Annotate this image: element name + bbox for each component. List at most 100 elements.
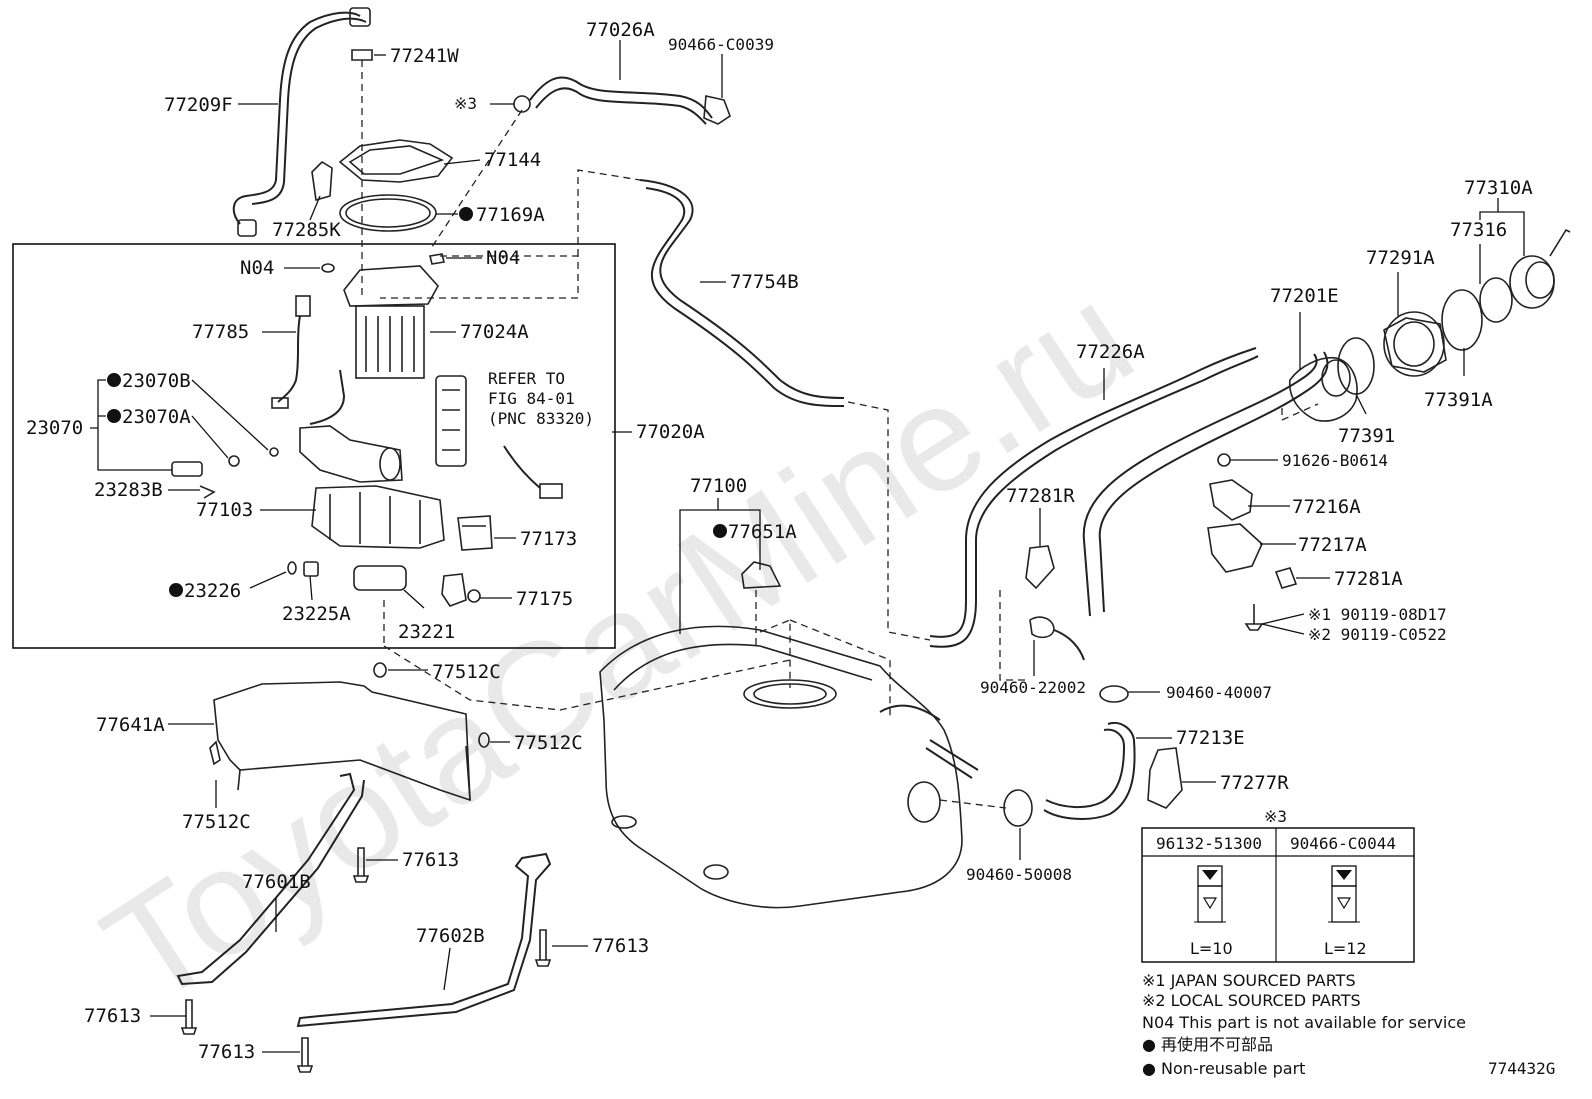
label-77277r[interactable]: 77277R [1220,772,1289,794]
label-77601b[interactable]: 77601B [242,871,311,893]
protector-77277r-drawing [1147,747,1183,809]
legend-japan-sourced: ※1 JAPAN SOURCED PARTS [1142,971,1356,990]
pump-guide-line-b [380,255,579,299]
label-77281a[interactable]: 77281A [1334,568,1403,590]
label-77285k[interactable]: 77285K [272,219,341,241]
label-90119-c0522[interactable]: ※2 90119-C0522 [1308,625,1447,644]
label-77144[interactable]: 77144 [484,149,541,171]
legend-non-reusable-jp: ● 再使用不可部品 [1142,1035,1273,1054]
grommet-77512c-top-drawing [373,662,387,678]
bolts-77613-drawing [180,847,552,1073]
figure-code: 774432G [1488,1059,1555,1078]
hose-link-line [429,109,523,251]
label-77754b[interactable]: 77754B [730,271,799,293]
label-77217a[interactable]: 77217A [1298,534,1367,556]
label-23070b[interactable]: 23070B [122,370,191,392]
clamp-77281r-drawing [1025,545,1055,590]
label-23070[interactable]: 23070 [26,417,83,439]
label-77785[interactable]: 77785 [192,321,249,343]
clip-1-icon [1194,865,1226,923]
label-77310a[interactable]: 77310A [1464,177,1533,199]
label-90460-40007[interactable]: 90460-40007 [1166,683,1272,702]
label-77291a[interactable]: 77291A [1366,247,1435,269]
wire-harness-77785-drawing [271,295,311,409]
label-23283b[interactable]: 23283B [94,479,163,501]
non-reusable-dot [713,524,727,538]
label-77281r[interactable]: 77281R [1006,485,1075,507]
label-77613-b[interactable]: 77613 [592,935,649,957]
label-77026a[interactable]: 77026A [586,19,655,41]
sender-gauge-drawing [435,375,563,499]
label-90466-c0039[interactable]: 90466-C0039 [668,35,774,54]
part-labels: 77241W 77209F 77026A 90466-C0039 ※3 7714… [26,19,1533,1063]
label-77316[interactable]: 77316 [1450,219,1507,241]
gasket-77391a-drawing [1441,289,1483,351]
label-23070a[interactable]: 23070A [122,406,191,428]
non-reusable-dot [107,373,121,387]
legend-non-reusable-en: ● Non-reusable part [1142,1059,1305,1078]
pad-77651a-drawing [741,561,782,589]
label-90460-22002[interactable]: 90460-22002 [980,678,1086,697]
label-77391[interactable]: 77391 [1338,425,1395,447]
clamp-link-line [999,590,1030,681]
label-77602b[interactable]: 77602B [416,925,485,947]
label-77216a[interactable]: 77216A [1292,496,1361,518]
label-77512c-left[interactable]: 77512C [182,811,251,833]
bracket-parts-drawing [1207,453,1298,631]
filler-pipe-77226a-drawing [929,347,1329,648]
clip-col2-length: L=12 [1324,939,1367,958]
label-23226[interactable]: 23226 [184,580,241,602]
label-77201e[interactable]: 77201E [1270,285,1339,307]
label-n04-left[interactable]: N04 [240,257,274,279]
non-reusable-dot [107,409,121,423]
label-77651a[interactable]: 77651A [728,521,797,543]
label-91626-b0614[interactable]: 91626-B0614 [1282,451,1388,470]
retainer-ring-77144-drawing [338,139,454,183]
hose-77026a-drawing [513,76,731,125]
strap-77601b-drawing [176,772,365,986]
n04-part-right-drawing [429,253,445,265]
refer-line-1: REFER TO [488,369,565,388]
label-23225a[interactable]: 23225A [282,603,351,625]
label-77209f[interactable]: 77209F [164,94,233,116]
label-77173[interactable]: 77173 [520,528,577,550]
clip-col1-length: L=10 [1190,939,1233,958]
tank-link-line [939,799,1007,809]
fuel-pump-77103-drawing [299,369,445,549]
label-77020a[interactable]: 77020A [636,421,705,443]
label-90119-08d17[interactable]: ※1 90119-08D17 [1308,605,1447,624]
filter-23070-drawing [171,447,279,499]
label-77641a[interactable]: 77641A [96,714,165,736]
gasket-77391-drawing [1337,337,1375,395]
label-77024a[interactable]: 77024A [460,321,529,343]
insulator-77641a-drawing [209,681,471,802]
legend-n04-note: N04 This part is not available for servi… [1142,1013,1466,1032]
clip-col2-part[interactable]: 90466-C0044 [1290,834,1396,853]
label-77512c-top[interactable]: 77512C [432,661,501,683]
label-77391a[interactable]: 77391A [1424,389,1493,411]
label-n04-right[interactable]: N04 [486,247,520,269]
label-77512c-right[interactable]: 77512C [514,732,583,754]
label-77613-d[interactable]: 77613 [198,1041,255,1063]
label-77213e[interactable]: 77213E [1176,727,1245,749]
label-77241w[interactable]: 77241W [390,45,459,67]
label-77100[interactable]: 77100 [690,475,747,497]
label-23221[interactable]: 23221 [398,621,455,643]
vent-tube-77209f-drawing [232,7,371,237]
tube-77754b-drawing [639,179,845,407]
clamp-90460-22002-drawing [1029,616,1055,639]
legend: ※1 JAPAN SOURCED PARTS ※2 LOCAL SOURCED … [1142,971,1466,1078]
housing-77291a-drawing [1383,311,1447,377]
label-77103[interactable]: 77103 [196,499,253,521]
clip-col1-part[interactable]: 96132-51300 [1156,834,1262,853]
refer-line-2[interactable]: FIG 84-01 [488,389,575,408]
clip-table-frame [1141,827,1415,963]
filler-neck-77201e-drawing [1289,356,1358,422]
label-77169a[interactable]: 77169A [476,204,545,226]
pump-bracket-77024a-drawing [343,265,439,379]
label-77226a[interactable]: 77226A [1076,341,1145,363]
label-77613-c[interactable]: 77613 [84,1005,141,1027]
label-90460-50008[interactable]: 90460-50008 [966,865,1072,884]
label-77175[interactable]: 77175 [516,588,573,610]
label-77613-a[interactable]: 77613 [402,849,459,871]
